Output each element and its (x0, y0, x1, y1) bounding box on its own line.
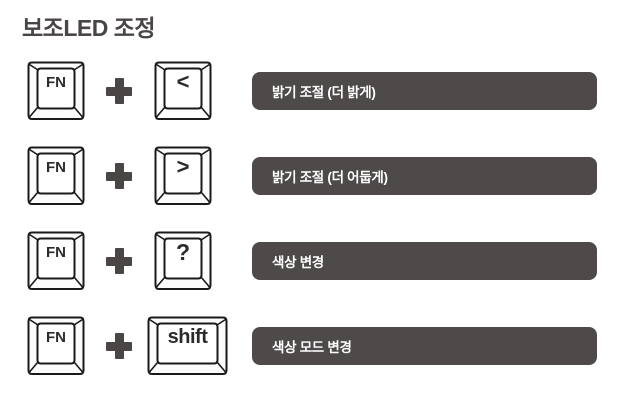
shortcut-label-pill: 밝기 조절 (더 밝게) (252, 72, 597, 110)
keycap-shape (27, 231, 85, 290)
keycap-shape (147, 316, 228, 375)
shortcut-label-text: 밝기 조절 (더 밝게) (272, 85, 376, 100)
plus-icon (106, 248, 132, 274)
plus-icon (106, 163, 132, 189)
keycap-shift[interactable]: shift (145, 315, 230, 377)
keycap-shape (27, 316, 85, 375)
keycap-shape (154, 61, 212, 120)
keycap-chevron-left[interactable]: < (152, 60, 214, 122)
page-title: 보조LED 조정 (22, 15, 156, 41)
shortcut-label-text: 밝기 조절 (더 어둡게) (272, 170, 388, 185)
keycap-shape (154, 231, 212, 290)
shortcut-row: FN > 밝기 조절 (더 어둡게) (0, 145, 627, 217)
shortcut-row: FN ? 색상 변경 (0, 230, 627, 302)
keycap-shape (27, 61, 85, 120)
keycap-chevron-right[interactable]: > (152, 145, 214, 207)
keycap-fn[interactable]: FN (25, 230, 87, 292)
keycap-fn[interactable]: FN (25, 145, 87, 207)
keycap-shape (154, 146, 212, 205)
shortcut-label-pill: 밝기 조절 (더 어둡게) (252, 157, 597, 195)
keycap-shape (27, 146, 85, 205)
shortcut-label-text: 색상 변경 (272, 255, 324, 270)
plus-icon (106, 78, 132, 104)
plus-icon (106, 333, 132, 359)
shortcut-label-pill: 색상 변경 (252, 242, 597, 280)
keycap-fn[interactable]: FN (25, 60, 87, 122)
keycap-fn[interactable]: FN (25, 315, 87, 377)
shortcut-row: FN shift 색상 모드 변경 (0, 315, 627, 387)
shortcut-label-text: 색상 모드 변경 (272, 340, 352, 355)
shortcut-row: FN < 밝기 조절 (더 밝게) (0, 60, 627, 132)
shortcut-label-pill: 색상 모드 변경 (252, 327, 597, 365)
keycap-question-mark[interactable]: ? (152, 230, 214, 292)
